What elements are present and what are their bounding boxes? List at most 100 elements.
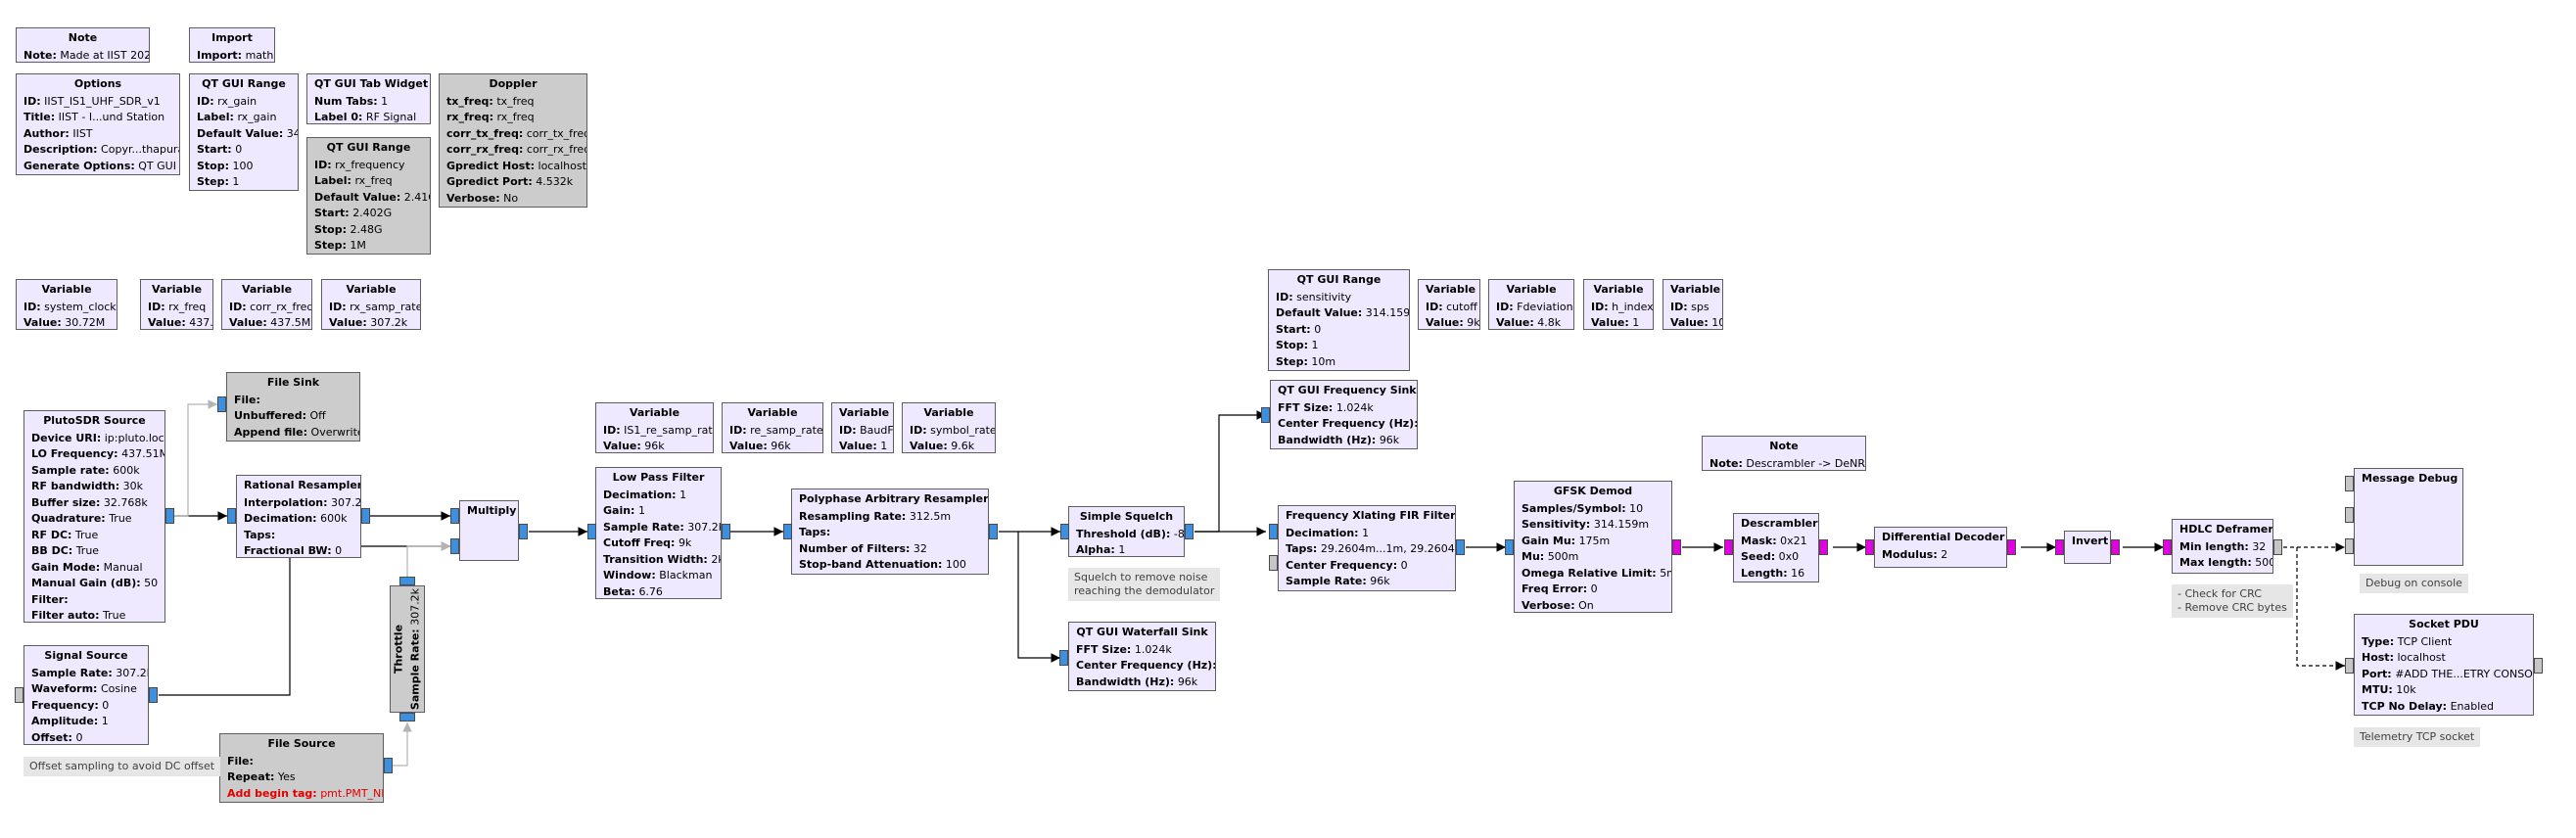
- resampler-out-port[interactable]: [361, 508, 370, 524]
- pfb-in-port[interactable]: [783, 524, 792, 539]
- block-param: Decimation: 1: [603, 488, 714, 504]
- msgdebug-in2-port[interactable]: [2345, 538, 2354, 554]
- gfsk-out-port[interactable]: [1672, 539, 1681, 555]
- param-value: 96k: [644, 440, 665, 452]
- msgdebug-in1-port[interactable]: [2345, 507, 2354, 523]
- squelch-in-port[interactable]: [1060, 524, 1069, 539]
- param-label: Threshold (dB):: [1076, 527, 1171, 540]
- throttle-in-port[interactable]: [399, 713, 415, 722]
- throttle-out-port[interactable]: [399, 577, 415, 585]
- param-label: ID:: [603, 423, 621, 437]
- socket-out-port[interactable]: [2534, 658, 2543, 674]
- block-param: Omega Relative Limit: 5m: [1522, 566, 1671, 582]
- xlating-msg-port[interactable]: [1269, 555, 1278, 571]
- invert-in-port[interactable]: [2055, 539, 2064, 555]
- message-debug-block[interactable]: Message Debug: [2354, 468, 2463, 566]
- invert-out-port[interactable]: [2111, 539, 2120, 555]
- param-label: ID:: [1591, 300, 1609, 313]
- msgdebug-in0-port[interactable]: [2345, 476, 2354, 491]
- lpf-in-port[interactable]: [587, 524, 596, 539]
- invert-block[interactable]: Invert: [2064, 531, 2111, 564]
- param-label: Omega Relative Limit:: [1522, 566, 1657, 580]
- param-label: ID:: [197, 94, 214, 108]
- hdlc-in-port[interactable]: [2163, 539, 2172, 555]
- pfb-out-port[interactable]: [989, 524, 998, 539]
- xlating-out-port[interactable]: [1456, 539, 1465, 555]
- multiply-in1-port[interactable]: [450, 538, 459, 554]
- descrambler-out-port[interactable]: [1819, 539, 1828, 555]
- waterfall-in-port[interactable]: [1059, 650, 1068, 666]
- signal-msg-port[interactable]: [15, 687, 23, 703]
- freqsink-in-port[interactable]: [1261, 407, 1270, 423]
- signal-out-port[interactable]: [149, 687, 158, 703]
- hdlc-out-port[interactable]: [2273, 539, 2282, 555]
- gfsk-in-port[interactable]: [1505, 539, 1514, 555]
- resampler-in-port[interactable]: [227, 508, 236, 524]
- descrambler-in-port[interactable]: [1724, 539, 1733, 555]
- multiply-block[interactable]: Multiply: [459, 500, 519, 561]
- lpf-out-port[interactable]: [722, 524, 730, 539]
- param-label: Value:: [603, 440, 641, 452]
- multiply-out-port[interactable]: [519, 524, 528, 539]
- block-title: HDLC Deframer: [2179, 523, 2273, 535]
- diff-out-port[interactable]: [2007, 539, 2016, 555]
- param-value: 32: [913, 541, 927, 555]
- squelch-out-port[interactable]: [1185, 524, 1194, 539]
- param-label: Taps:: [799, 526, 831, 538]
- param-label: Quadrature:: [31, 512, 106, 525]
- multiply-in0-port[interactable]: [450, 508, 459, 524]
- xlating-in-port[interactable]: [1269, 524, 1278, 539]
- param-value: 0: [102, 698, 110, 712]
- block-title: Variable: [1593, 283, 1644, 296]
- param-label: ID:: [314, 158, 332, 171]
- block-param: Offset: 0: [31, 730, 141, 745]
- filesource-out-port[interactable]: [384, 758, 393, 773]
- pluto-out-port[interactable]: [165, 508, 174, 524]
- block-param: Description: Copyr...thapuram: [23, 142, 179, 159]
- filesink-in-port[interactable]: [217, 396, 226, 412]
- block-title: Variable: [629, 406, 680, 419]
- diff-in-port[interactable]: [1865, 539, 1874, 555]
- comment-crc: - Check for CRC- Remove CRC bytes: [2172, 584, 2293, 618]
- socket-in-port[interactable]: [2345, 658, 2354, 674]
